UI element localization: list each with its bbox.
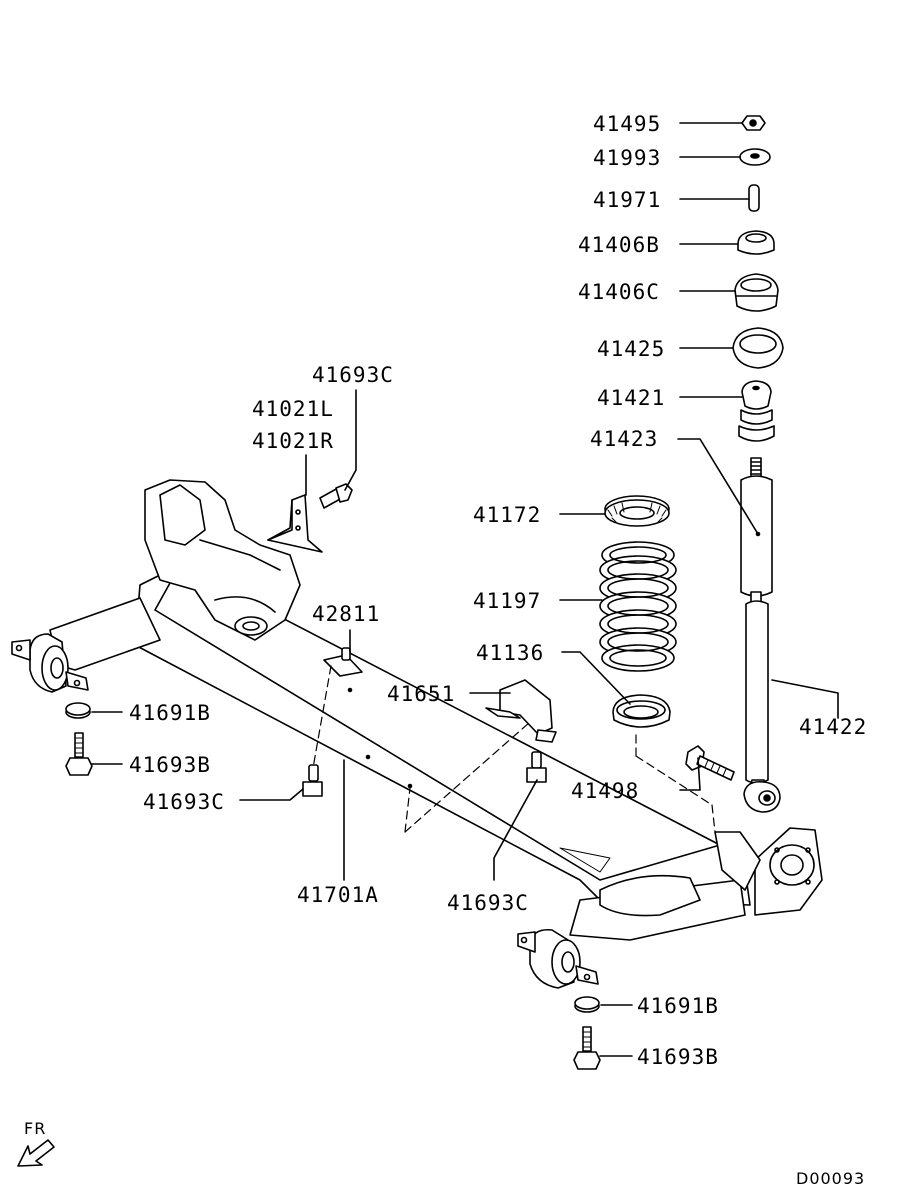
bump-stopper-41421-part xyxy=(738,380,775,442)
label-41495: 41495 xyxy=(593,112,661,136)
front-direction-label: FR xyxy=(24,1119,46,1138)
washer-41691B-right-part xyxy=(574,996,600,1013)
label-41021R: 41021R xyxy=(252,429,334,453)
label-42811: 42811 xyxy=(312,602,380,626)
front-arrow-icon xyxy=(17,1139,55,1167)
label-41993: 41993 xyxy=(593,146,661,170)
label-41498: 41498 xyxy=(571,779,639,803)
callout-labels: 41495 41993 41971 41406B 41406C 41425 41… xyxy=(129,112,867,1069)
shock-absorber-41422-part xyxy=(743,591,781,813)
label-41651: 41651 xyxy=(387,682,455,706)
label-41422: 41422 xyxy=(799,715,867,739)
assembly-dashed-lines xyxy=(312,665,716,833)
bolt-41693C-top-part xyxy=(319,483,353,509)
diagram-code: D00093 xyxy=(796,1169,865,1187)
label-41406B: 41406B xyxy=(578,233,660,257)
label-41425: 41425 xyxy=(597,337,665,361)
bolt-41693C-left-part xyxy=(302,764,323,797)
label-41691B-left: 41691B xyxy=(129,701,211,725)
bracket-41021-part xyxy=(267,494,323,553)
clip-42811-part xyxy=(323,647,363,677)
spring-pad-41136-part xyxy=(612,694,671,728)
label-41701A: 41701A xyxy=(297,883,379,907)
label-41693B-right: 41693B xyxy=(637,1045,719,1069)
label-41693C-mid: 41693C xyxy=(447,891,529,915)
bolt-41693B-right-part xyxy=(573,1026,601,1070)
coil-spring-41197-part xyxy=(599,541,677,672)
label-41971: 41971 xyxy=(593,188,661,212)
axle-beam-41701A-part xyxy=(11,479,823,989)
label-41691B-right: 41691B xyxy=(637,994,719,1018)
bolt-41498-part xyxy=(685,745,735,781)
bolt-41693C-mid-part xyxy=(526,751,547,783)
bolt-41693B-left-part xyxy=(65,732,93,776)
label-41693C-left: 41693C xyxy=(143,790,225,814)
front-direction-indicator: FR xyxy=(17,1119,55,1167)
collar-41971-part xyxy=(748,184,760,212)
label-41197: 41197 xyxy=(473,589,541,613)
shock-mount-stack xyxy=(732,115,784,813)
label-41423: 41423 xyxy=(590,427,658,451)
washer-41691B-left-part xyxy=(65,702,91,719)
bracket-41651-part xyxy=(485,679,557,743)
spring-seat-41172-part xyxy=(604,495,670,527)
leader-lines xyxy=(91,122,839,1057)
dust-cover-41423-part xyxy=(740,457,773,597)
label-41693C-top: 41693C xyxy=(312,363,394,387)
label-41136: 41136 xyxy=(476,641,544,665)
label-41172: 41172 xyxy=(473,503,541,527)
label-41021L: 41021L xyxy=(252,397,334,421)
label-41406C: 41406C xyxy=(578,280,660,304)
label-41421: 41421 xyxy=(597,386,665,410)
label-41693B-left: 41693B xyxy=(129,753,211,777)
coil-spring-group xyxy=(599,495,677,728)
